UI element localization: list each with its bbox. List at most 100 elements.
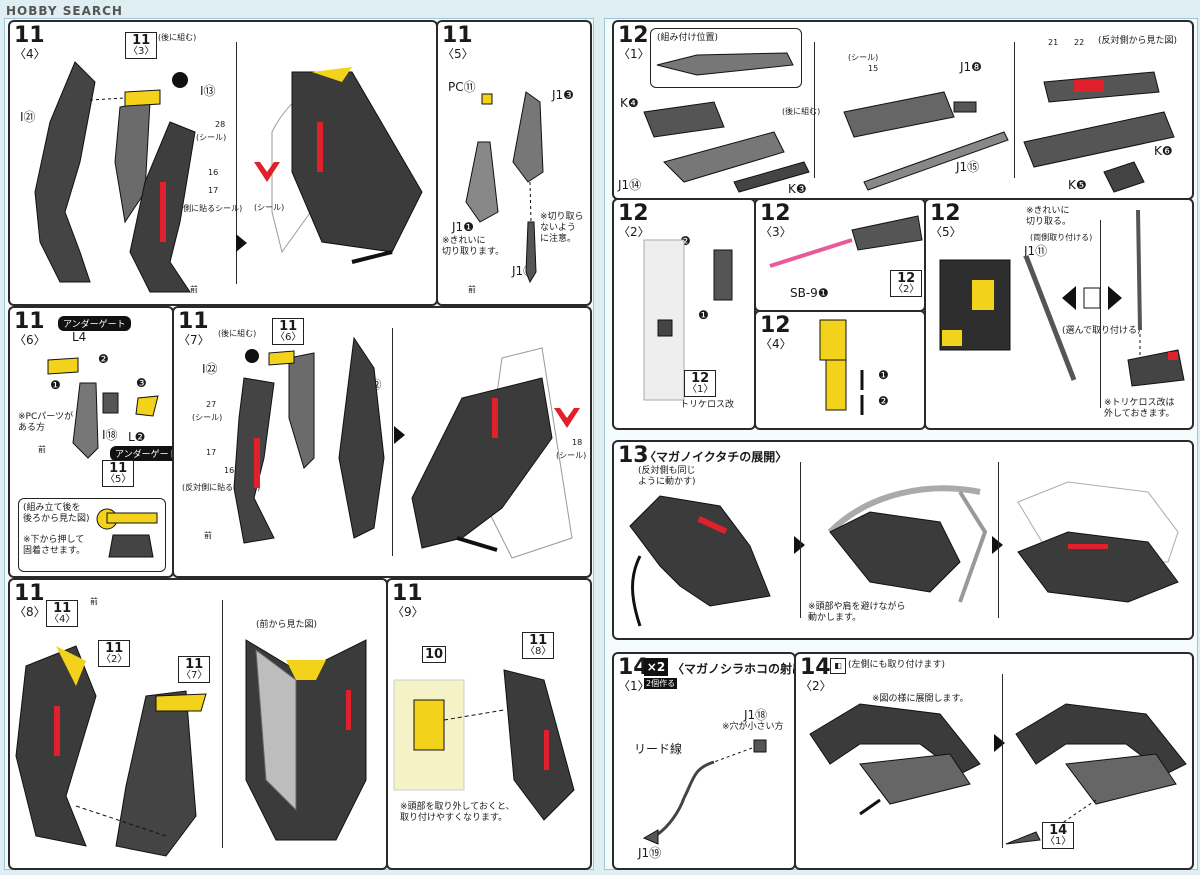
step-sub: 〈5〉 (442, 47, 474, 61)
make-two-label: 2個作る (644, 678, 678, 689)
divider-2 (998, 462, 999, 618)
claw-step-3-drawing (1017, 481, 1179, 603)
step-number: 12 (618, 23, 649, 48)
both-sides-label: (左側にも取り付けます) (848, 660, 946, 670)
panel-step-11-4: 11 〈4〉 11〈3〉 (後に組む) I㉑ I⑬ (シール) 28 16 17… (8, 20, 438, 306)
step-number: 14 (800, 655, 831, 680)
panel-step-11-9: 11 〈9〉 10 11〈8〉 ※頭部を取り外しておくと、 取り付けやすくなりま… (386, 578, 592, 870)
opposite-side-note: (反対側も同じ ように動かす) (638, 466, 696, 487)
step-number: 14 (618, 655, 649, 680)
under-gate-badge-1: アンダーゲート (58, 316, 131, 331)
panel-step-13: 13 〈マガノイクタチの展開〉 (反対側も同じ ように動かす) ※頭部や肩を避け… (612, 440, 1194, 640)
divider-2 (1014, 42, 1015, 178)
small-hole-note: ※穴が小さい方 (722, 722, 784, 732)
body-attach-drawing (393, 669, 575, 821)
panel-step-12-1: 12 〈1〉 (組み付け位置) (シール) 15 (後に組む) K❹ J1❽ K… (612, 20, 1194, 200)
panel-step-12-5: 12 〈5〉 ※きれいに 切り取る。 J1⑪ (両側取り付ける) (選んで取り付… (924, 198, 1194, 430)
panel-step-14-1: 14 〈1〉 ×2 2個作る 〈マガノシラホコの射出〉 J1⑱ ※穴が小さい方 … (612, 652, 796, 870)
bend-back-label: (後に組む) (218, 329, 257, 338)
part-label-j11: J1❶ (452, 220, 474, 234)
ref-box-3: 11〈7〉 (178, 656, 211, 683)
step-marker-2: ❷ (878, 394, 889, 408)
front-label: 前 (38, 445, 46, 454)
step-marker-1: ❶ (50, 378, 61, 392)
bend-back-label: (後に組む) (782, 107, 821, 116)
seal-label-2: (シール) (254, 203, 285, 212)
shield-attach-drawing (643, 239, 733, 401)
times-badge: ×2 (644, 658, 668, 676)
cut-clean-note: ※きれいに 切り取る。 (1026, 206, 1072, 227)
opposite-view-label: (反対側から見た図) (1098, 36, 1178, 46)
part-label-k3: K❸ (788, 182, 807, 196)
lead-wire-drawing (642, 739, 767, 845)
seal-num-16: 16 (224, 466, 235, 475)
expand-note: ※図の様に展開します。 (872, 694, 969, 704)
part-label-i18: I⑱ (102, 428, 118, 442)
part-label-l4: L4 (72, 330, 87, 344)
seal-num-18: 18 (572, 438, 583, 447)
next-arrow-icon (236, 234, 247, 252)
next-arrow-icon (994, 734, 1005, 752)
part-label-j114: J1⑭ (618, 178, 642, 192)
step-marker-2: ❷ (98, 352, 109, 366)
seal-label: (シール) (192, 413, 223, 422)
ref-box: 11〈3〉 (125, 32, 158, 59)
step-sub: 〈9〉 (392, 605, 424, 619)
launch-step-1-drawing (809, 703, 981, 816)
step-number: 13 (618, 443, 649, 468)
divider (236, 42, 237, 284)
step-title: 〈マガノシラホコの射出〉 (672, 662, 794, 676)
seal-num-16: 16 (208, 168, 219, 177)
step-sub: 〈4〉 (14, 47, 46, 61)
robot-arm-drawing (939, 259, 1011, 351)
front-label: 前 (190, 285, 198, 294)
step-number: 11 (392, 581, 423, 606)
step-number: 12 (618, 201, 649, 226)
claw-step-2-drawing (827, 485, 988, 603)
front-label: 前 (468, 285, 476, 294)
panel-step-14-2: 14 〈2〉 ◧ (左側にも取り付けます) ※図の様に展開します。 14〈1〉 (794, 652, 1194, 870)
step-sub: 〈4〉 (760, 337, 792, 351)
part-label-k5: K❺ (1068, 178, 1087, 192)
front-view-caption: (前から見た図) (256, 620, 318, 630)
divider-1 (814, 42, 815, 178)
wing-parts-drawing (233, 336, 385, 544)
beam-saber-drawing (769, 215, 923, 268)
ref-box-1: 11〈4〉 (46, 600, 79, 627)
panel-step-11-5: 11 〈5〉 PC⑪ J1❸ J1❶ ※きれいに 切り取ります。 ※切り取ら な… (436, 20, 592, 306)
assembled-wing-drawing (271, 67, 423, 264)
wing-parts-drawing (34, 61, 196, 293)
front-label: 前 (90, 597, 98, 606)
ref-box: 11〈5〉 (102, 460, 135, 487)
step-sub: 〈2〉 (618, 225, 650, 239)
assembled-wing-drawing (411, 347, 573, 559)
part-label-j13: J1❸ (552, 88, 574, 102)
both-sides-label: (両側取り付ける) (1030, 233, 1093, 242)
assembly-position-label: (組み付け位置) (657, 33, 719, 43)
next-arrow-icon-1 (794, 536, 805, 554)
seal-num-22: 22 (1074, 38, 1085, 47)
step-sub: 〈6〉 (14, 333, 46, 347)
ref-box: 12〈1〉 (684, 370, 717, 397)
pc-note: ※PCパーツが ある方 (18, 412, 74, 433)
triceros-remove-note: ※トリケロス改は 外しておきます。 (1104, 398, 1175, 419)
triceros-parts-drawing (643, 71, 1175, 193)
ref-box: 12〈2〉 (890, 270, 923, 297)
divider (1002, 674, 1003, 848)
v-mark-icon (254, 162, 280, 182)
part-label-j115: J1⑮ (956, 160, 980, 174)
push-note: ※下から押して 固着させます。 (23, 535, 86, 556)
part-label-i13: I⑬ (200, 84, 216, 98)
seal-num-17: 17 (208, 186, 219, 195)
step-number: 11 (442, 23, 473, 48)
part-label-j118: J1⑱ (744, 708, 768, 722)
position-drawing (656, 52, 794, 76)
part-label-l2: L❷ (128, 430, 146, 444)
part-label-i21: I㉑ (20, 110, 36, 124)
step-sub: 〈7〉 (178, 333, 210, 347)
step-sub: 〈1〉 (618, 679, 650, 693)
launch-step-2-drawing (1005, 703, 1187, 845)
ref-box-10: 10 (422, 646, 447, 663)
both-sides-icon: ◧ (830, 658, 846, 674)
step-marker-3: ❸ (136, 376, 147, 390)
